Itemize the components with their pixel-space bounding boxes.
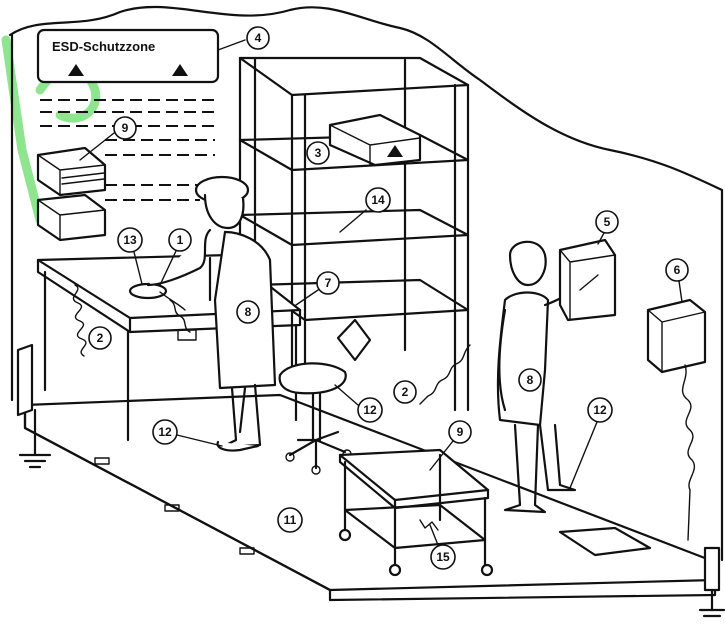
- svg-text:8: 8: [245, 305, 252, 319]
- callout-2-shelf: 2: [394, 381, 416, 403]
- ground-connection-box: [648, 300, 705, 540]
- svg-text:12: 12: [158, 425, 172, 439]
- svg-text:3: 3: [315, 146, 322, 160]
- callout-11: 12: [335, 385, 382, 422]
- zone-sign-label: ESD-Schutzzone: [52, 39, 155, 54]
- svg-text:12: 12: [593, 403, 607, 417]
- esd-zone-sign: ESD-Schutzzone: [38, 30, 245, 82]
- callout-5: 5: [596, 211, 618, 244]
- svg-text:11: 11: [284, 513, 297, 527]
- shelf-ground-cable: [420, 345, 470, 404]
- callout-4: 4: [247, 27, 269, 49]
- component-boxes: [38, 148, 105, 240]
- callout-9-boxes: 9: [80, 117, 136, 160]
- svg-text:6: 6: [674, 263, 681, 277]
- callout-3: 3: [307, 142, 329, 164]
- svg-text:5: 5: [604, 215, 611, 229]
- wall-esd-tester: [560, 240, 615, 320]
- callout-8-woman: 8: [237, 301, 259, 323]
- svg-text:8: 8: [527, 373, 534, 387]
- svg-text:15: 15: [436, 550, 450, 564]
- svg-text:9: 9: [457, 425, 464, 439]
- callout-6: 6: [666, 259, 688, 302]
- callout-14: 14: [340, 188, 390, 232]
- callout-10: 11: [278, 508, 302, 532]
- callout-2-bench: 2: [89, 327, 111, 349]
- svg-text:7: 7: [325, 276, 332, 290]
- callout-8-man: 8: [519, 369, 541, 391]
- svg-text:2: 2: [97, 331, 104, 345]
- svg-text:2: 2: [402, 385, 409, 399]
- svg-text:12: 12: [363, 403, 377, 417]
- svg-text:4: 4: [255, 31, 262, 45]
- callout-7: 7: [296, 272, 339, 305]
- callout-12-man: 13 12: [570, 398, 612, 488]
- svg-text:9: 9: [122, 121, 129, 135]
- svg-text:14: 14: [371, 193, 385, 207]
- svg-text:13: 13: [123, 233, 137, 247]
- svg-text:1: 1: [177, 233, 184, 247]
